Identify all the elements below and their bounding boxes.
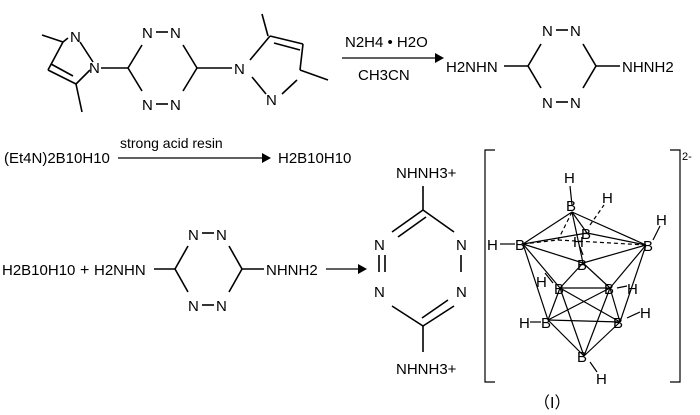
boron-9: B — [613, 315, 623, 332]
prod-n-bl: N — [542, 95, 553, 112]
dihydrazino-tetrazine-product: H2NHN N N N N NHNH2 — [446, 23, 674, 112]
c-n-bl: N — [374, 284, 385, 301]
boron-3: B — [515, 237, 525, 254]
boron-4: B — [643, 238, 653, 255]
reaction-2: (Et4N)2B10H10 strong acid resin H2B10H10 — [4, 135, 351, 167]
prod-n-br: N — [570, 95, 581, 112]
hydrogen-6: H — [536, 274, 547, 291]
r-n-tl: N — [188, 227, 199, 244]
tetrazine-n-bl: N — [142, 97, 153, 114]
prod-n-tr: N — [570, 23, 581, 40]
c-n-tl: N — [374, 237, 385, 254]
boron-5: B — [577, 257, 587, 274]
boron-2: B — [581, 226, 591, 243]
reactant-h2b10h10: H2B10H10 — [2, 262, 75, 279]
hydrogen-4: H — [656, 212, 667, 229]
r-n-bl: N — [188, 298, 199, 315]
boron-apex: B — [566, 198, 576, 215]
anion-brackets: 2- — [484, 149, 692, 383]
boron-6: B — [554, 281, 564, 298]
boron-bottom: B — [577, 349, 587, 366]
pyrazole-n-top: N — [70, 29, 81, 46]
hydrogen-8: H — [519, 315, 530, 332]
pyrazole2-n-bottom: N — [266, 92, 277, 109]
reaction-arrow-1: N2H4 • H2O CH3CN — [342, 34, 444, 84]
product-left-hydrazino: H2NHN — [446, 59, 498, 76]
hydrogen-7: H — [627, 281, 638, 298]
c-n-br: N — [456, 284, 467, 301]
reactant-et4n-b10h10: (Et4N)2B10H10 — [4, 150, 110, 167]
pyrazole-n-bottom: N — [89, 60, 100, 77]
hydrogen-3: H — [487, 237, 498, 254]
reagent-acetonitrile: CH3CN — [358, 67, 410, 84]
hydrogen-1: H — [564, 170, 575, 187]
reaction-arrow-3 — [326, 264, 367, 274]
hydrogen-5: H — [573, 234, 584, 251]
tetrazine-n-tr: N — [170, 25, 181, 42]
tetrazine-dication: NHNH3+ N N N N NHNH3+ — [374, 165, 467, 378]
prod-n-tl: N — [542, 23, 553, 40]
hydrogen-2: H — [602, 190, 613, 207]
product-right-hydrazino: NHNH2 — [622, 59, 674, 76]
reactant-right-hydrazino: NHNH2 — [266, 262, 318, 279]
r-n-tr: N — [216, 227, 227, 244]
product-h2b10h10: H2B10H10 — [278, 150, 351, 167]
b10h10-cluster: B B B B B B B B B B H H H H H H H H H H — [487, 170, 667, 388]
reagent-hydrazine-hydrate: N2H4 • H2O — [345, 34, 428, 51]
reagent-acid-resin: strong acid resin — [120, 135, 223, 151]
bis-pyrazolyl-tetrazine: N N N N N N N N — [41, 13, 329, 114]
cation-top-group: NHNH3+ — [396, 165, 457, 182]
cation-bottom-group: NHNH3+ — [396, 361, 457, 378]
reactant-left-hydrazino: H2NHN — [94, 262, 146, 279]
boron-8: B — [541, 315, 551, 332]
hydrogen-10: H — [596, 371, 607, 388]
compound-label: （I） — [534, 394, 570, 412]
plus-sign: + — [80, 262, 89, 279]
tetrazine-n-tl: N — [142, 25, 153, 42]
reaction-3-reactants: H2B10H10 + H2NHN N N N N NHNH2 — [2, 227, 318, 315]
r-n-br: N — [216, 298, 227, 315]
anion-charge: 2- — [682, 151, 692, 163]
c-n-tr: N — [456, 237, 467, 254]
hydrogen-9: H — [640, 305, 651, 322]
tetrazine-n-br: N — [170, 97, 181, 114]
pyrazole2-n-left: N — [234, 61, 245, 78]
boron-7: B — [604, 281, 614, 298]
